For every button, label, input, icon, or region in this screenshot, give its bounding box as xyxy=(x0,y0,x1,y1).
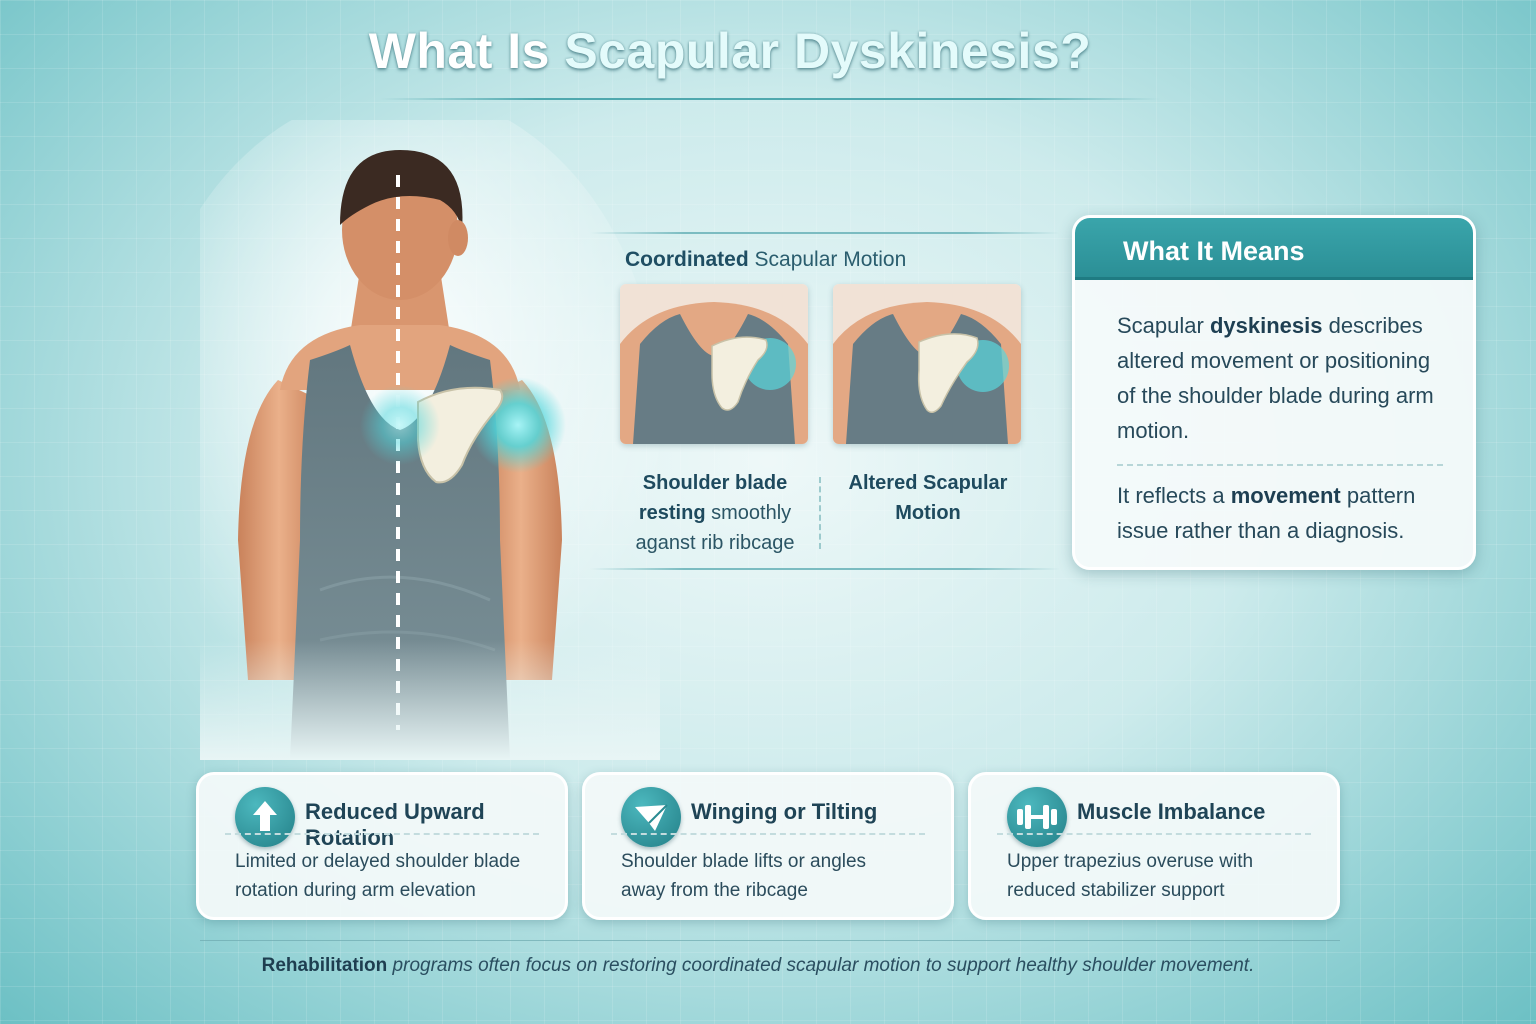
means-body: Scapular dyskinesis describes altered mo… xyxy=(1075,280,1473,548)
means-paragraph-2: It reflects a movement pattern issue rat… xyxy=(1117,483,1416,543)
up-arrow-icon xyxy=(235,787,295,847)
wing-icon xyxy=(621,787,681,847)
feature-divider xyxy=(225,833,539,835)
normal-scapula-thumbnail xyxy=(620,284,808,444)
coordinated-motion-section: Coordinated Scapular Motion Shoulder bla… xyxy=(590,232,1060,572)
section-rule-bottom xyxy=(590,568,1060,570)
feature-divider xyxy=(611,833,925,835)
motion-heading: Coordinated Scapular Motion xyxy=(625,248,907,271)
feature-divider xyxy=(997,833,1311,835)
means-divider xyxy=(1117,464,1443,466)
feature-card-reduced-rotation: Reduced Upward Rotation Limited or delay… xyxy=(196,772,568,920)
person-back-illustration xyxy=(200,120,660,760)
feature-title: Reduced Upward Rotation xyxy=(305,799,485,850)
caption-divider xyxy=(819,477,821,549)
feature-title: Muscle Imbalance xyxy=(1077,799,1266,824)
means-header: What It Means xyxy=(1075,218,1473,280)
means-paragraph-1: Scapular dyskinesis describes altered mo… xyxy=(1117,313,1434,443)
altered-scapula-thumbnail xyxy=(833,284,1021,444)
what-it-means-card: What It Means Scapular dyskinesis descri… xyxy=(1072,215,1476,570)
normal-caption: Shoulder blade resting smoothly aganst r… xyxy=(635,472,795,554)
section-rule-top xyxy=(590,232,1060,234)
feature-card-winging: Winging or Tilting Shoulder blade lifts … xyxy=(582,772,954,920)
altered-caption: Altered Scapular Motion xyxy=(848,472,1008,524)
page-title: What Is Scapular Dyskinesis? xyxy=(368,23,1092,79)
feature-card-muscle-imbalance: Muscle Imbalance Upper trapezius overuse… xyxy=(968,772,1340,920)
footer-note: Rehabilitation programs often focus on r… xyxy=(261,955,1255,976)
dumbbell-icon xyxy=(1007,787,1067,847)
feature-title: Winging or Tilting xyxy=(691,799,878,824)
footer-divider xyxy=(200,940,1340,941)
title-divider xyxy=(380,98,1160,100)
